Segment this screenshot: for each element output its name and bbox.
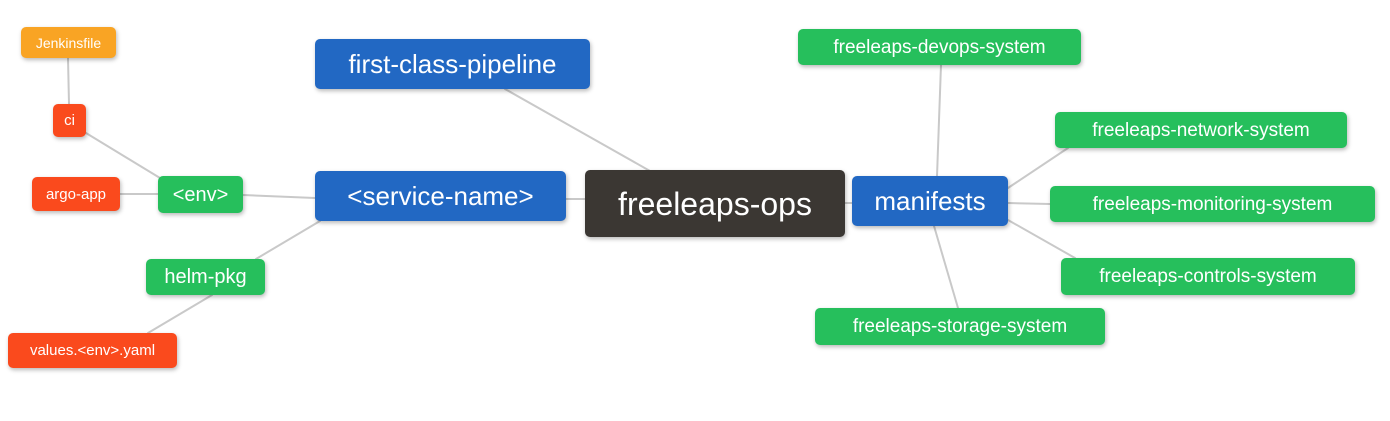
- node-label: manifests: [874, 186, 986, 216]
- node-label: freeleaps-controls-system: [1099, 266, 1317, 287]
- node-env[interactable]: <env>: [158, 176, 243, 213]
- node-controls-system[interactable]: freeleaps-controls-system: [1061, 258, 1355, 295]
- node-label: <service-name>: [347, 181, 534, 211]
- edge-manifests-devops-system: [936, 64, 942, 177]
- node-network-system[interactable]: freeleaps-network-system: [1055, 112, 1347, 148]
- node-manifests[interactable]: manifests: [852, 176, 1008, 226]
- node-freeleaps-ops[interactable]: freeleaps-ops: [585, 170, 845, 237]
- edge-helm-pkg-service-name: [255, 220, 321, 260]
- node-label: argo-app: [45, 185, 107, 203]
- node-label: freeleaps-storage-system: [852, 316, 1068, 337]
- node-label: freeleaps-ops: [618, 185, 812, 222]
- edge-values-env-yaml-helm-pkg: [147, 294, 213, 334]
- node-label: first-class-pipeline: [348, 49, 557, 79]
- edge-manifests-storage-system: [933, 225, 959, 309]
- node-label: helm-pkg: [164, 266, 247, 288]
- node-values-env-yaml[interactable]: values.<env>.yaml: [8, 333, 177, 368]
- edge-manifests-controls-system: [1007, 219, 1076, 259]
- node-monitoring-system[interactable]: freeleaps-monitoring-system: [1050, 186, 1375, 222]
- node-label: <env>: [172, 183, 229, 206]
- edge-ci-env: [85, 132, 161, 179]
- node-service-name[interactable]: <service-name>: [315, 171, 566, 221]
- node-label: Jenkinsfile: [35, 34, 102, 51]
- edge-manifests-network-system: [1007, 147, 1069, 189]
- node-helm-pkg[interactable]: helm-pkg: [146, 259, 265, 295]
- node-devops-system[interactable]: freeleaps-devops-system: [798, 29, 1081, 65]
- node-ci[interactable]: ci: [53, 104, 86, 137]
- node-first-class-pipeline[interactable]: first-class-pipeline: [315, 39, 590, 89]
- node-storage-system[interactable]: freeleaps-storage-system: [815, 308, 1105, 345]
- node-label: values.<env>.yaml: [29, 342, 156, 359]
- node-label: freeleaps-network-system: [1092, 119, 1310, 141]
- edge-jenkinsfile-ci: [67, 57, 70, 105]
- node-label: freeleaps-devops-system: [833, 36, 1046, 58]
- edge-manifests-monitoring-system: [1007, 202, 1051, 205]
- node-label: freeleaps-monitoring-system: [1092, 193, 1333, 215]
- edge-env-service-name: [242, 194, 316, 199]
- node-argo-app[interactable]: argo-app: [32, 177, 120, 211]
- node-jenkinsfile[interactable]: Jenkinsfile: [21, 27, 116, 58]
- node-label: ci: [64, 112, 75, 129]
- edge-first-class-pipeline-freeleaps-ops: [504, 88, 651, 172]
